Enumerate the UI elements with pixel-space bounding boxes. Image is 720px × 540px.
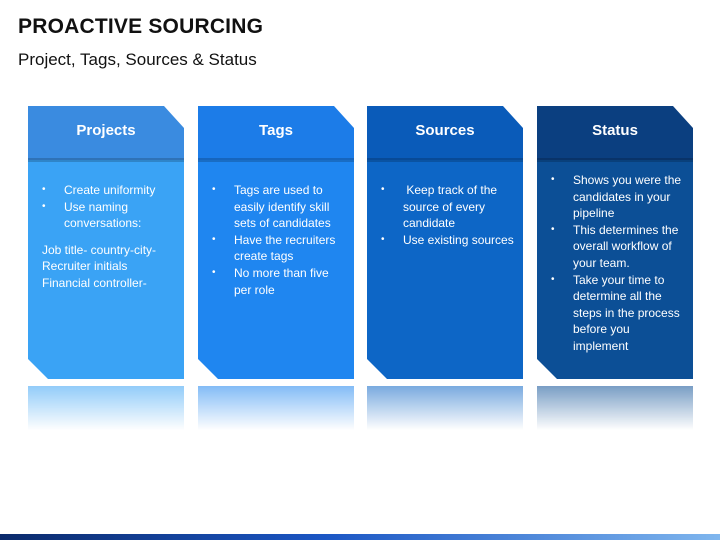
card-sources-bullets: Keep track of the source of every candid…	[367, 160, 523, 248]
text-line: Job title- country-city-	[42, 242, 157, 257]
card-projects-body: Create uniformity Use naming conversatio…	[28, 160, 184, 379]
card-projects-header: Projects	[28, 106, 184, 160]
card-projects-lines: Job title- country-city- Recruiter initi…	[28, 232, 184, 292]
card-sources-header: Sources	[367, 106, 523, 160]
list-item: This determines the overall workflow of …	[551, 222, 687, 272]
card-tags-header: Tags	[198, 106, 354, 160]
header-divider-shadow	[537, 158, 693, 162]
list-item: Create uniformity	[42, 182, 178, 199]
card-projects-bullets: Create uniformity Use naming conversatio…	[28, 160, 184, 232]
card-reflection	[198, 386, 354, 430]
text-line: Recruiter initials	[42, 259, 128, 274]
list-item: Tags are used to easily identify skill s…	[212, 182, 348, 232]
card-tags-bullets: Tags are used to easily identify skill s…	[198, 160, 354, 298]
card-sources-heading: Sources	[415, 121, 475, 139]
card-tags-heading: Tags	[259, 121, 293, 139]
card-tags: Tags Tags are used to easily identify sk…	[198, 106, 354, 379]
list-item: Have the recruiters create tags	[212, 232, 348, 265]
header-divider-shadow	[198, 158, 354, 162]
header-divider-shadow	[28, 158, 184, 162]
card-sources-body: Keep track of the source of every candid…	[367, 160, 523, 379]
card-reflection	[537, 386, 693, 430]
list-item: Shows you were the candidates in your pi…	[551, 172, 687, 222]
card-status-heading: Status	[592, 121, 638, 139]
list-item: Take your time to determine all the step…	[551, 272, 687, 355]
list-item: Use existing sources	[381, 232, 517, 249]
bottom-accent-bar	[0, 534, 720, 540]
text-line: Financial controller-	[42, 275, 147, 290]
card-status-body: Shows you were the candidates in your pi…	[537, 160, 693, 379]
list-item: No more than five per role	[212, 265, 348, 298]
card-reflection	[367, 386, 523, 430]
page-subtitle: Project, Tags, Sources & Status	[18, 50, 257, 69]
card-reflection	[28, 386, 184, 430]
list-item: Use naming conversations:	[42, 199, 178, 232]
header-divider-shadow	[367, 158, 523, 162]
card-tags-body: Tags are used to easily identify skill s…	[198, 160, 354, 379]
page-title: PROACTIVE SOURCING	[18, 15, 264, 38]
card-projects-heading: Projects	[76, 121, 136, 139]
card-projects: Projects Create uniformity Use naming co…	[28, 106, 184, 379]
list-item: Keep track of the source of every candid…	[381, 182, 517, 232]
card-status-bullets: Shows you were the candidates in your pi…	[537, 160, 693, 355]
card-status: Status Shows you were the candidates in …	[537, 106, 693, 379]
card-status-header: Status	[537, 106, 693, 160]
card-sources: Sources Keep track of the source of ever…	[367, 106, 523, 379]
